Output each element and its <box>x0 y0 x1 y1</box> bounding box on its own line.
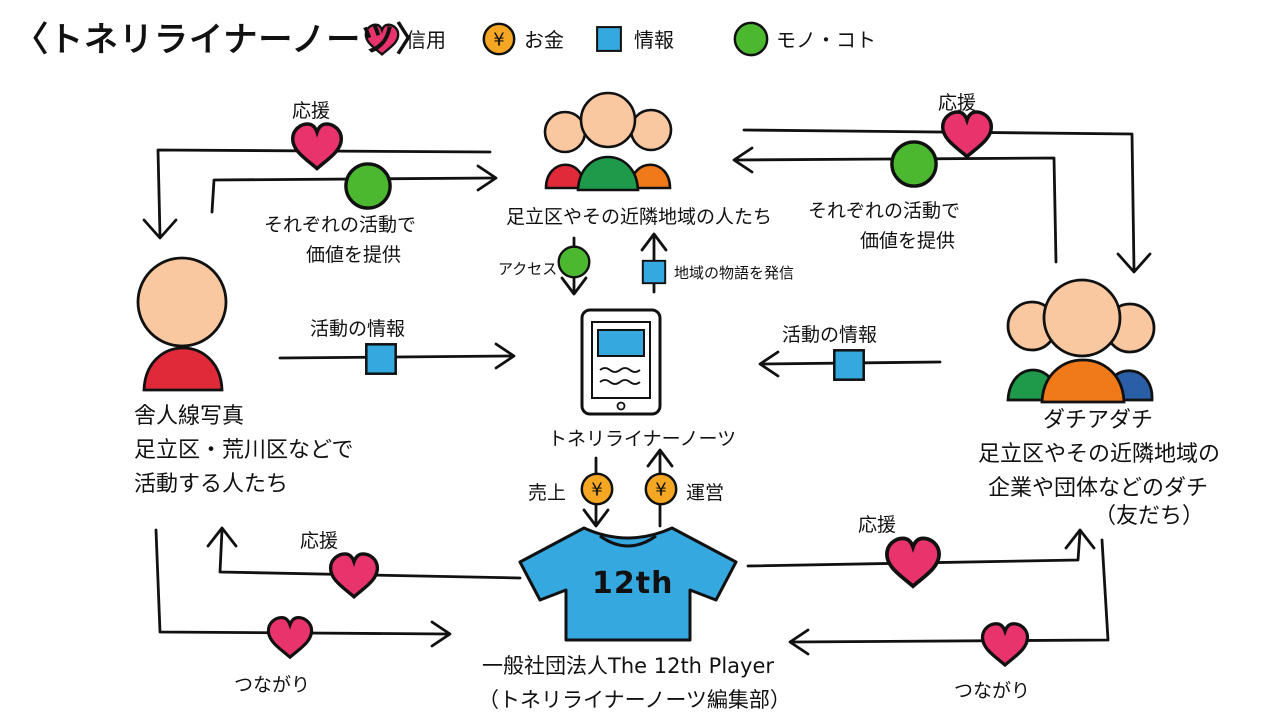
tshirt-12th-icon <box>518 526 738 642</box>
partners-desc-3: （友だち） <box>1093 504 1204 529</box>
label-support-top-left: 応援 <box>292 100 331 122</box>
arrow-value-right <box>734 156 1058 264</box>
heart-icon <box>940 110 994 159</box>
legend-label-trust: 信用 <box>406 28 446 52</box>
label-app: トネリライナーノーツ <box>548 428 737 450</box>
arrow-support-top-right <box>742 128 1136 272</box>
label-activity-info-right: 活動の情報 <box>782 324 878 346</box>
label-publish-local: 地域の物語を発信 <box>674 264 795 282</box>
label-value-right-1: それぞれの活動で <box>808 200 961 222</box>
tablet-app-icon <box>580 308 662 416</box>
partners-name: ダチアダチ <box>1042 408 1153 433</box>
coin-icon <box>580 472 614 506</box>
label-support-top-right: 応援 <box>938 92 977 114</box>
photographer-desc-2: 活動する人たち <box>134 472 289 497</box>
org-subtitle: （トネリライナーノーツ編集部） <box>478 688 791 712</box>
legend-coin-icon <box>482 22 516 56</box>
heart-icon <box>885 536 941 589</box>
heart-icon <box>328 552 380 599</box>
arrow-support-bottom-left <box>218 528 522 580</box>
label-connection-right: つながり <box>954 680 1031 702</box>
org-name: 一般社団法人The 12th Player <box>482 654 775 678</box>
local-people-group-icon <box>543 91 673 192</box>
heart-icon <box>266 616 314 659</box>
legend-label-money: お金 <box>524 28 564 52</box>
photographer-desc-1: 足立区・荒川区などで <box>134 438 354 463</box>
coin-icon <box>644 472 678 506</box>
legend-circle-icon <box>733 21 769 57</box>
label-support-bottom-right: 応援 <box>858 514 897 536</box>
arrow-value-left <box>210 176 496 214</box>
legend-label-info: 情報 <box>634 28 674 52</box>
info-square-icon <box>365 343 397 375</box>
label-value-left-1: それぞれの活動で <box>264 214 417 236</box>
partners-desc-1: 足立区やその近隣地域の <box>978 442 1221 467</box>
label-value-right-2: 価値を提供 <box>860 230 956 252</box>
shirt-text: 12th <box>592 566 674 601</box>
arrow-support-bottom-right <box>746 530 1082 568</box>
label-local-people: 足立区やその近隣地域の人たち <box>506 206 773 228</box>
label-support-bottom-left: 応援 <box>300 530 339 552</box>
label-access: アクセス <box>498 260 558 278</box>
heart-icon <box>980 622 1030 667</box>
label-value-left-2: 価値を提供 <box>306 244 402 266</box>
label-operation: 運営 <box>686 482 725 504</box>
legend-label-things: モノ・コト <box>776 28 876 52</box>
label-connection-left: つながり <box>234 674 311 696</box>
thing-circle-icon <box>890 140 938 188</box>
info-square-icon <box>833 349 865 381</box>
legend-square-icon <box>596 26 622 52</box>
thing-circle-icon <box>344 162 392 210</box>
photographer-name: 舎人線写真 <box>134 404 245 429</box>
arrow-connection-left <box>154 528 450 636</box>
label-sales: 売上 <box>528 482 567 504</box>
info-square-icon <box>641 259 667 285</box>
page-title: 〈トネリライナーノーツ〉 <box>14 20 431 60</box>
photographer-person-icon <box>136 256 228 392</box>
partners-desc-2: 企業や団体などのダチ <box>987 476 1208 501</box>
thing-circle-icon <box>557 245 591 279</box>
arrow-connection-right <box>790 538 1110 644</box>
heart-icon <box>290 122 344 171</box>
partners-group-icon <box>1006 278 1156 404</box>
arrow-support-top-left <box>156 148 492 238</box>
label-activity-info-left: 活動の情報 <box>310 318 406 340</box>
